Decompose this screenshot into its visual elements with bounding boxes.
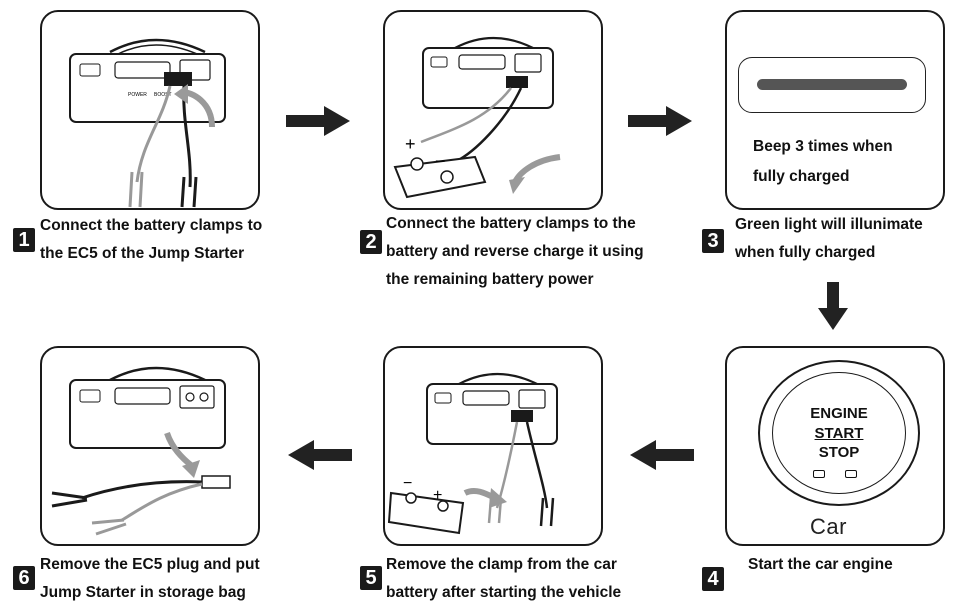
step-5-caption: Remove the clamp from the car battery af… bbox=[386, 551, 621, 607]
minus-sign: − bbox=[403, 475, 412, 492]
arrow-left-icon bbox=[630, 440, 694, 470]
arrow-left-icon bbox=[288, 440, 352, 470]
engine-button-outer-ring bbox=[758, 360, 920, 506]
ec5-plug bbox=[201, 475, 231, 489]
indicator-light-bar bbox=[738, 57, 926, 113]
step-1-panel: POWER BOOST bbox=[40, 10, 260, 210]
beep-line: Beep 3 times when bbox=[753, 138, 893, 155]
power-label: POWER bbox=[128, 92, 147, 98]
plus-sign: + bbox=[433, 487, 442, 504]
engine-button-inner-ring bbox=[772, 372, 906, 494]
boost-label: BOOST bbox=[154, 92, 172, 98]
step-number-5: 5 bbox=[360, 566, 382, 590]
jump-starter-battery-illustration: + − bbox=[393, 36, 561, 199]
green-light-fill bbox=[757, 79, 907, 90]
caption-line: the remaining battery power bbox=[386, 271, 594, 288]
step-number-4: 4 bbox=[702, 567, 724, 591]
start-label: START bbox=[814, 425, 864, 442]
step-1-caption: Connect the battery clamps to the EC5 of… bbox=[40, 212, 262, 268]
beep-line: fully charged bbox=[753, 168, 850, 185]
caption-line: Connect the battery clamps to the bbox=[386, 215, 636, 232]
step-2-panel: + − bbox=[383, 10, 603, 210]
led-icon bbox=[845, 470, 857, 478]
caption-line: Jump Starter in storage bag bbox=[40, 584, 246, 601]
step-3-caption: Green light will illunimate when fully c… bbox=[735, 211, 923, 267]
caption-line: battery and reverse charge it using bbox=[386, 243, 644, 260]
step-4-caption: Start the car engine bbox=[748, 551, 893, 579]
car-battery-icon bbox=[387, 491, 465, 535]
red-clamp-cable bbox=[135, 85, 172, 183]
arrow-down-icon bbox=[818, 282, 848, 330]
caption-line: Remove the clamp from the car bbox=[386, 556, 617, 573]
beep-note: Beep 3 times when fully charged bbox=[753, 132, 893, 192]
ec5-plug bbox=[164, 72, 192, 86]
arrow-right-icon bbox=[286, 106, 350, 136]
step-number-1: 1 bbox=[13, 228, 35, 252]
caption-line: Green light will illunimate bbox=[735, 216, 923, 233]
led-icon bbox=[813, 470, 825, 478]
car-label: Car bbox=[810, 514, 847, 539]
step-number-3: 3 bbox=[702, 229, 724, 253]
caption-line: the EC5 of the Jump Starter bbox=[40, 245, 245, 262]
step-3-panel bbox=[725, 10, 945, 210]
caption-line: battery after starting the vehicle bbox=[386, 584, 622, 601]
minus-sign: − bbox=[435, 151, 446, 171]
stop-label: STOP bbox=[818, 444, 860, 461]
caption-line: Remove the EC5 plug and put bbox=[40, 556, 260, 573]
button-indicator-leds bbox=[813, 465, 877, 483]
caption-line: Connect the battery clamps to bbox=[40, 217, 263, 234]
jump-starter-illustration: POWER BOOST bbox=[69, 38, 226, 208]
step-5-panel: − + bbox=[383, 346, 603, 546]
step-number-6: 6 bbox=[13, 566, 35, 590]
step-2-caption: Connect the battery clamps to the batter… bbox=[386, 210, 644, 294]
unplug-illustration bbox=[51, 366, 231, 536]
clamp-removal-illustration: − + bbox=[387, 372, 558, 535]
step-6-caption: Remove the EC5 plug and put Jump Starter… bbox=[40, 551, 260, 607]
plus-sign: + bbox=[405, 134, 416, 154]
step-number-2: 2 bbox=[360, 230, 382, 254]
engine-label: ENGINE bbox=[810, 405, 868, 422]
arrow-right-icon bbox=[628, 106, 692, 136]
caption-line: Start the car engine bbox=[748, 556, 893, 573]
step-6-panel bbox=[40, 346, 260, 546]
caption-line: when fully charged bbox=[735, 244, 876, 261]
